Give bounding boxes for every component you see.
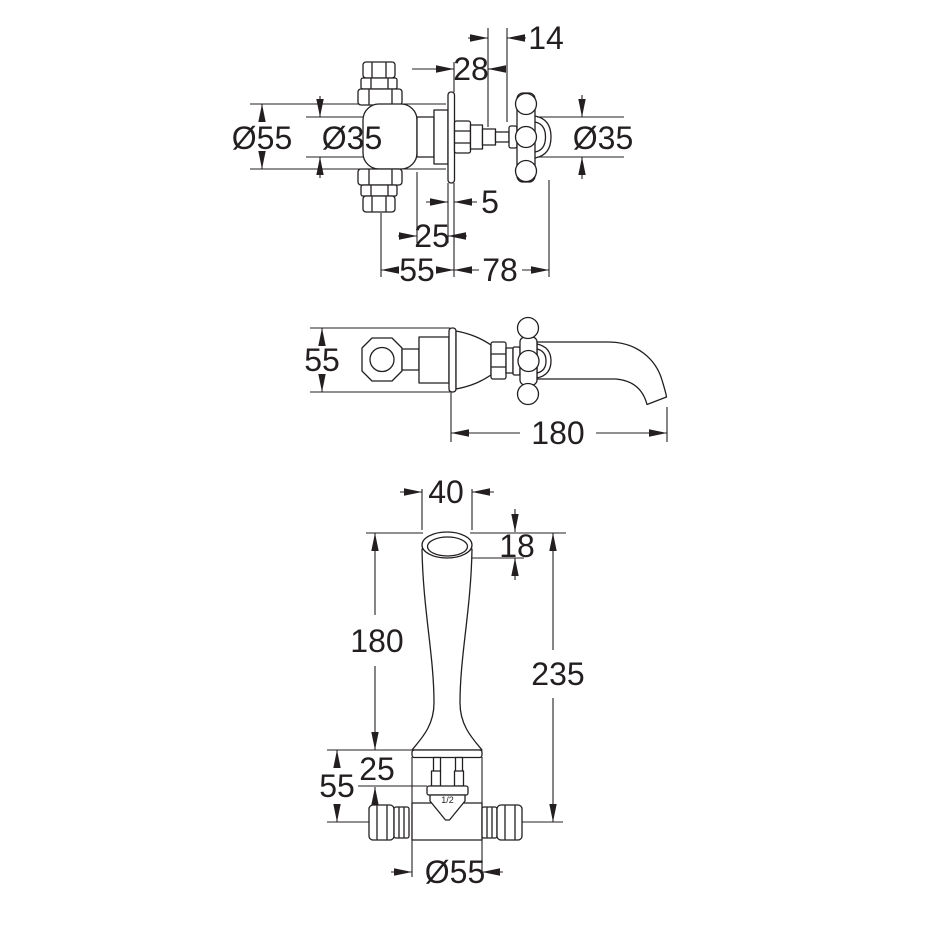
inlet-nut-small-top: [362, 61, 396, 79]
dim-label-55-side: 55: [304, 342, 340, 378]
body-block-side: [418, 336, 450, 384]
front-view: 1/2 40 18 180 235 25 55 Ø55: [319, 474, 584, 890]
dim-label-dia35-cartridge: Ø35: [322, 120, 382, 156]
handle-dome-inner: [534, 121, 547, 153]
body-block: [433, 109, 449, 165]
front-view-body: 1/2: [368, 531, 523, 841]
handle-stem: [494, 131, 510, 143]
inlet-bore: [369, 346, 395, 373]
stem-right-upper: [454, 756, 464, 773]
body-cylinder: [416, 116, 435, 158]
handle-boss-side: [517, 349, 540, 373]
connector-neck: [401, 348, 420, 371]
spout-column: [411, 548, 483, 751]
union-plate: [426, 785, 469, 796]
handle-ball-top-side: [516, 316, 540, 340]
stem-right-lower: [453, 770, 465, 787]
top-view: Ø55 Ø35 Ø35 14 28 5 25 55 78: [232, 20, 633, 288]
valve-step-1: [469, 124, 484, 150]
dim-label-dia55-flange: Ø55: [425, 854, 485, 890]
dim-label-235: 235: [531, 656, 584, 692]
dim-label-dia35-handle: Ø35: [573, 120, 633, 156]
stem-left-lower: [430, 770, 442, 787]
dim-label-40: 40: [428, 474, 464, 510]
inlet-nut-large-top: [357, 88, 403, 106]
inlet-washer-bottom: [360, 184, 398, 197]
dim-label-180-front: 180: [350, 623, 403, 659]
side-view-body: [361, 316, 668, 406]
valve-step-side: [505, 347, 514, 374]
escutcheon-trumpet: [455, 330, 492, 390]
handle-dome: [534, 115, 552, 159]
dim-label-18: 18: [499, 528, 535, 564]
pipe-nut-left: [368, 804, 395, 841]
dim-label-25-top: 25: [414, 218, 450, 254]
thread-size-label: 1/2: [441, 795, 454, 805]
handle-dome-inner-side: [536, 348, 547, 374]
wall-flange: [447, 91, 456, 184]
top-view-valve-body: [357, 61, 552, 213]
spout-mouth-inner: [426, 536, 469, 557]
handle-ball-bottom-side: [516, 382, 540, 406]
dim-label-55-top: 55: [399, 252, 435, 288]
dim-label-78: 78: [482, 252, 518, 288]
pipe-nut-right: [496, 804, 523, 841]
bonnet-hex-side: [490, 341, 507, 380]
dim-label-55-front: 55: [319, 768, 355, 804]
dim-label-14: 14: [528, 20, 564, 56]
dim-label-25-front: 25: [359, 751, 395, 787]
pipe-washer-left: [393, 806, 410, 839]
handle-ball-top: [514, 92, 538, 116]
inlet-washer-top: [360, 77, 398, 90]
thread-funnel: [429, 794, 466, 821]
dim-label-28: 28: [453, 51, 489, 87]
handle-ball-bottom: [514, 159, 538, 183]
dim-label-180-side: 180: [531, 415, 584, 451]
wall-flange-side: [448, 327, 457, 393]
handle-boss: [514, 125, 538, 149]
spout-side: [536, 341, 668, 406]
dim-label-5: 5: [481, 184, 499, 220]
front-view-dimension-arrows: [333, 488, 557, 876]
valve-bonnet-hex: [453, 120, 472, 154]
side-view-dimension-arrows: [318, 328, 667, 437]
dim-label-dia55-body: Ø55: [232, 120, 292, 156]
inlet-nut-small-bottom: [362, 195, 396, 213]
handle-dome-side: [536, 343, 552, 379]
valve-step-2: [481, 128, 497, 146]
inlet-nut-large-bottom: [357, 168, 403, 186]
wall-flange-front: [411, 749, 483, 759]
top-view-dimension-arrows: [258, 34, 586, 274]
stem-left-upper: [432, 756, 442, 773]
side-view: 55 180: [304, 316, 668, 451]
pipe-washer-right: [481, 806, 498, 839]
